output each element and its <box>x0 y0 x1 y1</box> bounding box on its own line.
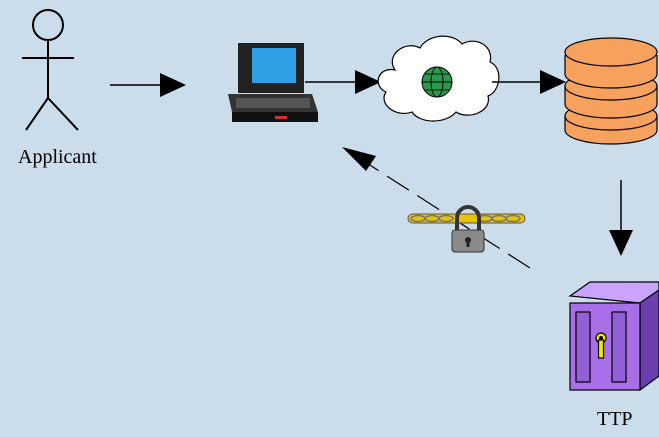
arrow-laptop-to-cloud <box>305 70 381 94</box>
ttp-label: TTP <box>597 408 633 430</box>
stick-figure-icon <box>22 9 79 131</box>
database-stack-icon <box>564 37 658 145</box>
arrow-cloud-to-database <box>492 70 566 94</box>
padlock-chain-icon <box>407 205 526 253</box>
arrow-applicant-to-laptop <box>110 73 186 97</box>
cloud-globe-icon <box>377 35 500 122</box>
laptop-icon <box>228 43 318 122</box>
arrow-database-to-ttp <box>609 180 633 256</box>
applicant-label: Applicant <box>18 146 97 168</box>
arrow-ttp-to-laptop-dashed <box>342 147 531 269</box>
server-cabinet-icon <box>568 281 659 392</box>
